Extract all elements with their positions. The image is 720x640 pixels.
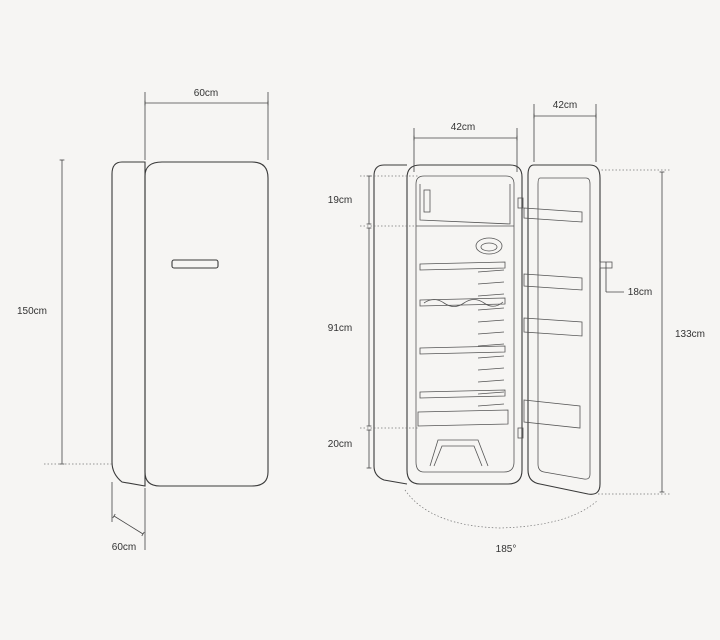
door-bin	[523, 399, 581, 429]
body-width-dimension: 42cm	[413, 122, 518, 172]
door-handle	[171, 259, 219, 269]
freezer-height-label: 19cm	[328, 195, 352, 206]
front-height-label: 150cm	[17, 306, 47, 317]
freezer-compartment	[416, 184, 514, 227]
thermostat-icon	[475, 237, 503, 255]
wire-shelf	[419, 297, 506, 307]
body-width-label: 42cm	[451, 122, 475, 133]
open-fridge	[373, 164, 613, 529]
closed-fridge	[111, 161, 269, 487]
hinge-bottom	[517, 427, 524, 439]
front-width-label: 60cm	[194, 88, 218, 99]
crisper-height-label: 20cm	[328, 439, 352, 450]
front-height-dimension: 150cm	[17, 159, 112, 465]
door-swing-arc	[404, 489, 599, 529]
door-height-label: 133cm	[675, 329, 705, 340]
door-height-dimension: 133cm	[598, 169, 705, 495]
open-door	[523, 164, 613, 495]
handle-label: 18cm	[628, 287, 652, 298]
door-bin	[523, 317, 583, 337]
interior-height-dimensions: 19cm 91cm 20cm	[328, 175, 418, 469]
hinge-top	[517, 197, 524, 209]
cabinet-frame	[406, 164, 523, 485]
cabinet-liner	[415, 175, 515, 473]
shelf-rails	[477, 269, 505, 407]
handle-dimension: 18cm	[605, 262, 652, 298]
door-width-dimension: 42cm	[533, 100, 597, 162]
front-depth-label: 60cm	[112, 542, 136, 553]
door-bin	[523, 273, 583, 291]
door-width-label: 42cm	[553, 100, 577, 111]
shelves	[419, 261, 506, 399]
fridge-front-door	[144, 161, 269, 487]
crisper-drawer	[417, 409, 509, 467]
door-angle-label: 185°	[496, 544, 517, 555]
fridge-side-panel	[111, 161, 146, 487]
front-depth-dimension: 60cm	[111, 482, 146, 553]
cabinet-side	[373, 164, 408, 485]
front-width-dimension: 60cm	[144, 88, 269, 160]
fridge-height-label: 91cm	[328, 323, 352, 334]
door-bin	[523, 207, 583, 223]
